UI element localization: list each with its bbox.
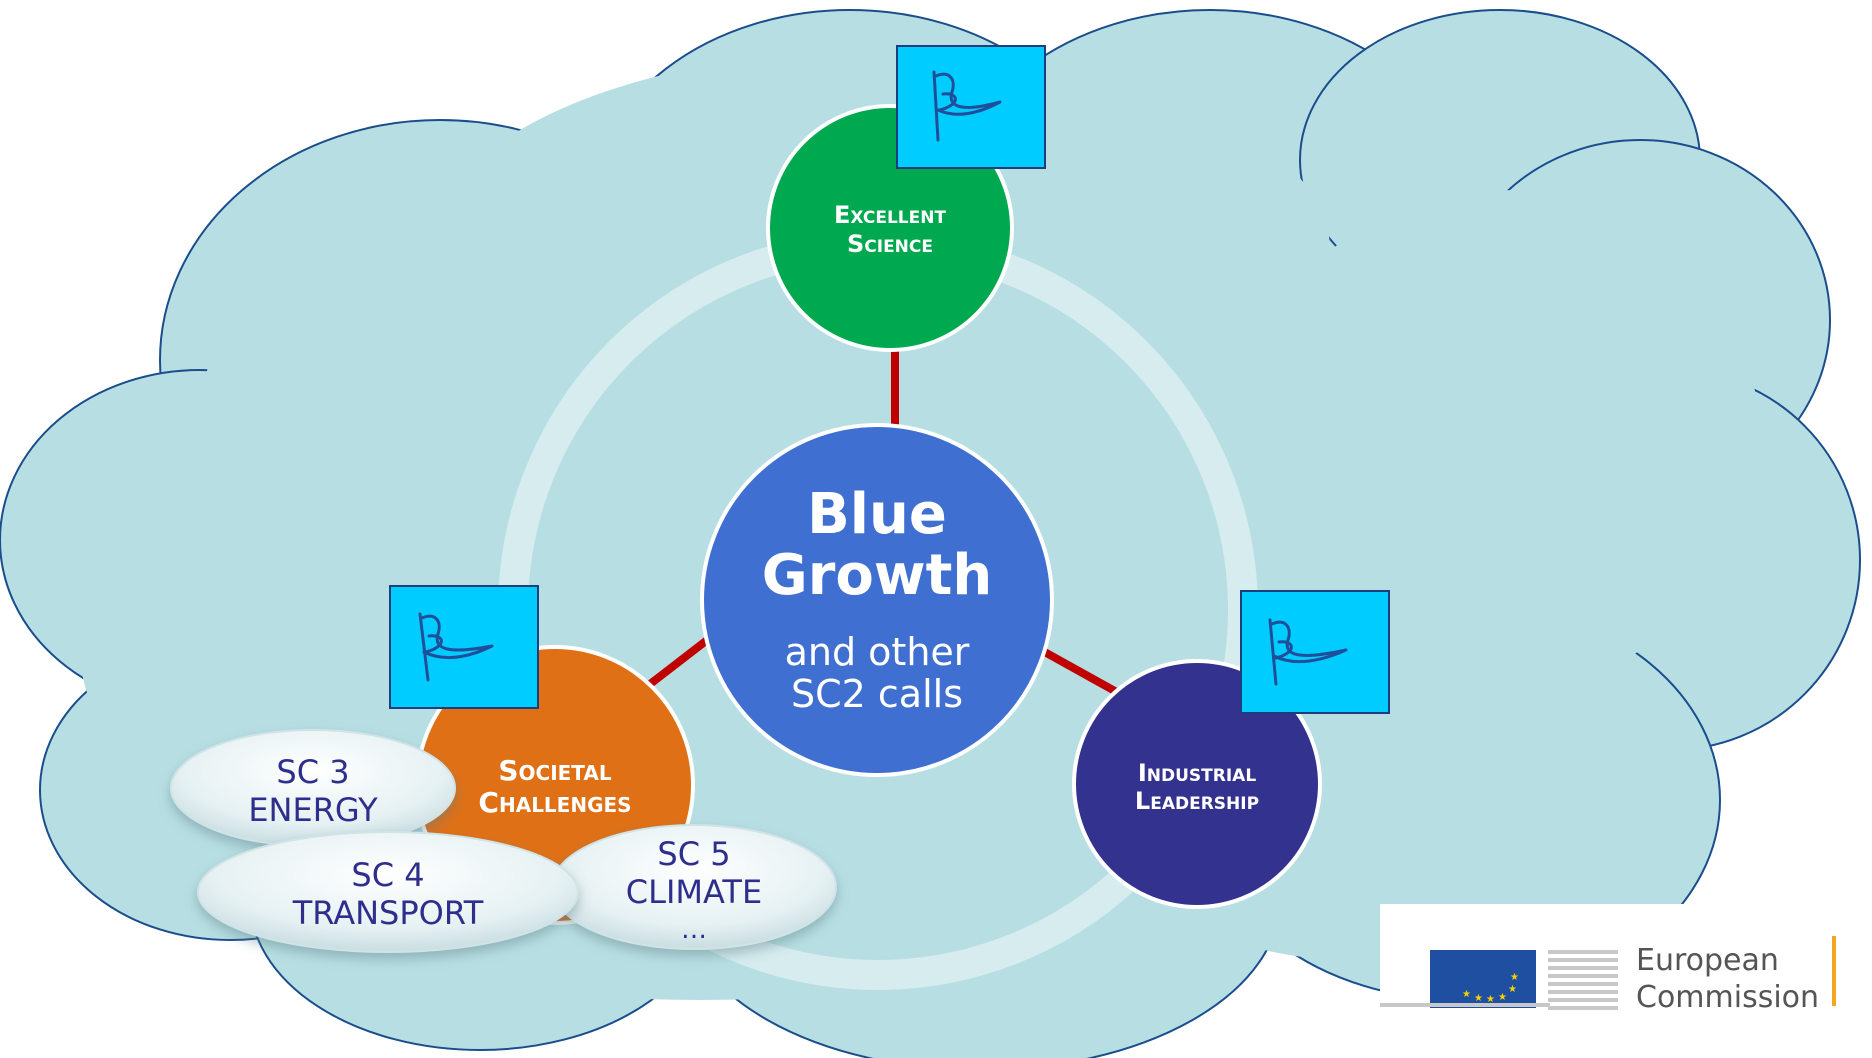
sc5-label-1: SC 5: [657, 835, 730, 873]
svg-text:★: ★: [1462, 989, 1471, 1000]
sc5-climate-ellipse: SC 5 CLIMATE …: [551, 824, 837, 950]
svg-text:★: ★: [1510, 972, 1519, 983]
logo-text-1: European: [1636, 943, 1779, 978]
excellent-science-label-1: Excellent: [834, 201, 946, 229]
european-commission-logo: ★★★ ★★★ European Commission: [1380, 904, 1866, 1058]
flag-icon: [418, 612, 494, 682]
flag-icon: [1268, 618, 1348, 686]
sc3-label-2: ENERGY: [248, 791, 378, 829]
societal-challenges-label-2: Challenges: [478, 786, 631, 819]
societal-challenges-label-1: Societal: [498, 754, 612, 787]
svg-text:★: ★: [1498, 992, 1507, 1003]
logo-text-2: Commission: [1636, 980, 1819, 1015]
industrial-leadership-node: Industrial Leadership: [1072, 659, 1322, 909]
sc3-label-1: SC 3: [276, 753, 349, 791]
industrial-leadership-label-1: Industrial: [1138, 759, 1256, 787]
sc3-energy-ellipse: SC 3 ENERGY: [170, 729, 456, 847]
industrial-leadership-label-2: Leadership: [1135, 787, 1259, 815]
excellent-science-label-2: Science: [847, 230, 933, 258]
sc5-label-2: CLIMATE: [626, 873, 762, 911]
svg-text:★: ★: [1474, 993, 1483, 1004]
building-icon: [1380, 950, 1618, 1010]
center-title-2: Growth: [762, 543, 992, 608]
svg-text:★: ★: [1486, 994, 1495, 1005]
sc4-label-2: TRANSPORT: [292, 894, 484, 932]
flag-icon: [932, 70, 1002, 142]
eu-flag-icon: ★★★ ★★★: [1430, 950, 1536, 1008]
center-subtitle-2: SC2 calls: [791, 672, 963, 716]
flagship-box-societal: [389, 585, 539, 709]
blue-growth-node: Blue Growth and other SC2 calls: [700, 423, 1054, 777]
center-title-1: Blue: [807, 482, 947, 547]
flagship-box-industrial: [1240, 590, 1390, 714]
svg-text:★: ★: [1508, 984, 1517, 995]
sc5-label-3: …: [681, 915, 707, 945]
center-subtitle-1: and other: [785, 630, 970, 674]
sc4-transport-ellipse: SC 4 TRANSPORT: [197, 831, 579, 953]
flagship-box-science: [896, 45, 1046, 169]
logo-accent-bar: [1832, 936, 1836, 1006]
sc4-label-1: SC 4: [351, 856, 424, 894]
